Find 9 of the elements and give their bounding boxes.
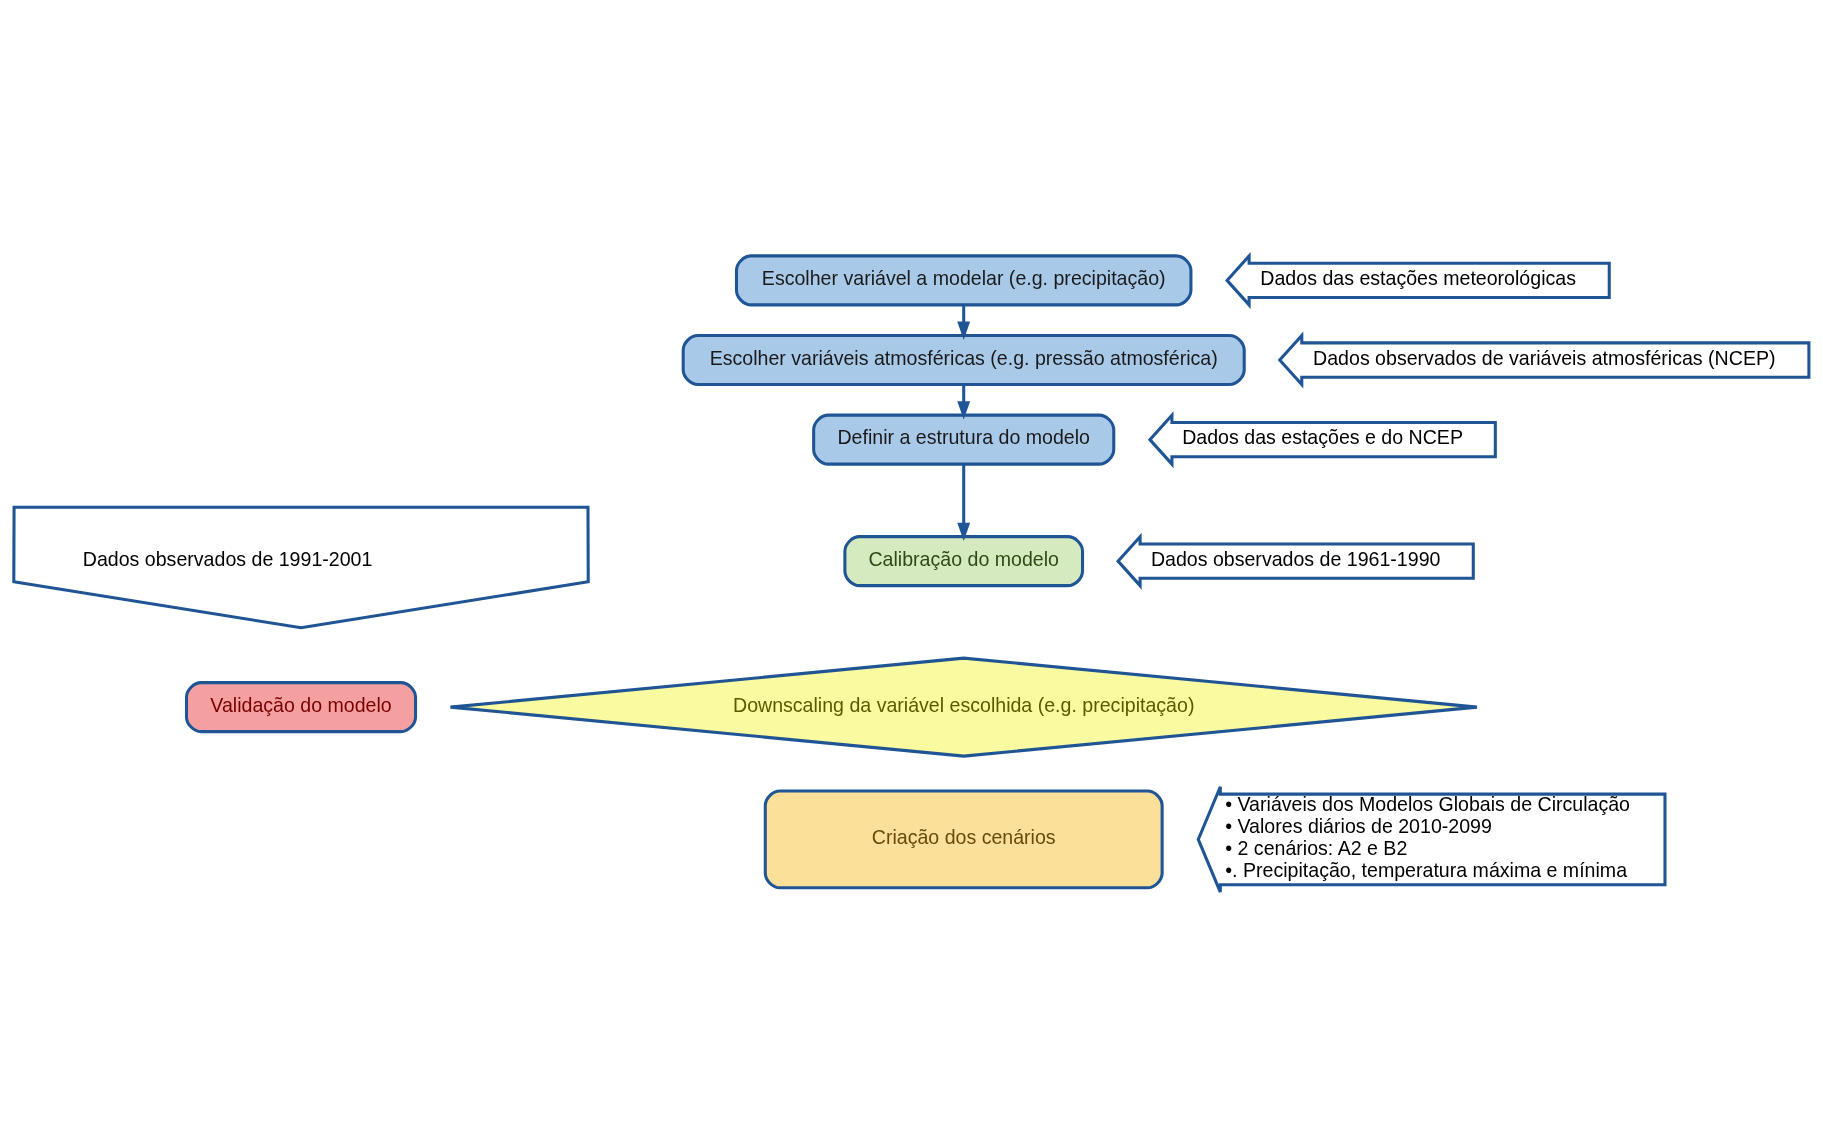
node-box: Escolher variável a modelar (e.g. precipitação) — [734, 253, 1193, 306]
node-box: Definir a estrutura do modelo — [812, 413, 1116, 466]
node-diamond: Downscaling da variável escolhida (e.g. precipitação) — [448, 656, 1479, 758]
arrow — [957, 304, 971, 340]
node-box: Calibração do modelo — [843, 534, 1085, 587]
node-box: Validação do modelo — [184, 680, 418, 733]
node-box: Escolher variáveis atmosféricas (e.g. pressão atmosférica) — [681, 333, 1246, 386]
node-box: Criação dos cenários — [763, 789, 1164, 889]
arrow — [957, 463, 971, 541]
